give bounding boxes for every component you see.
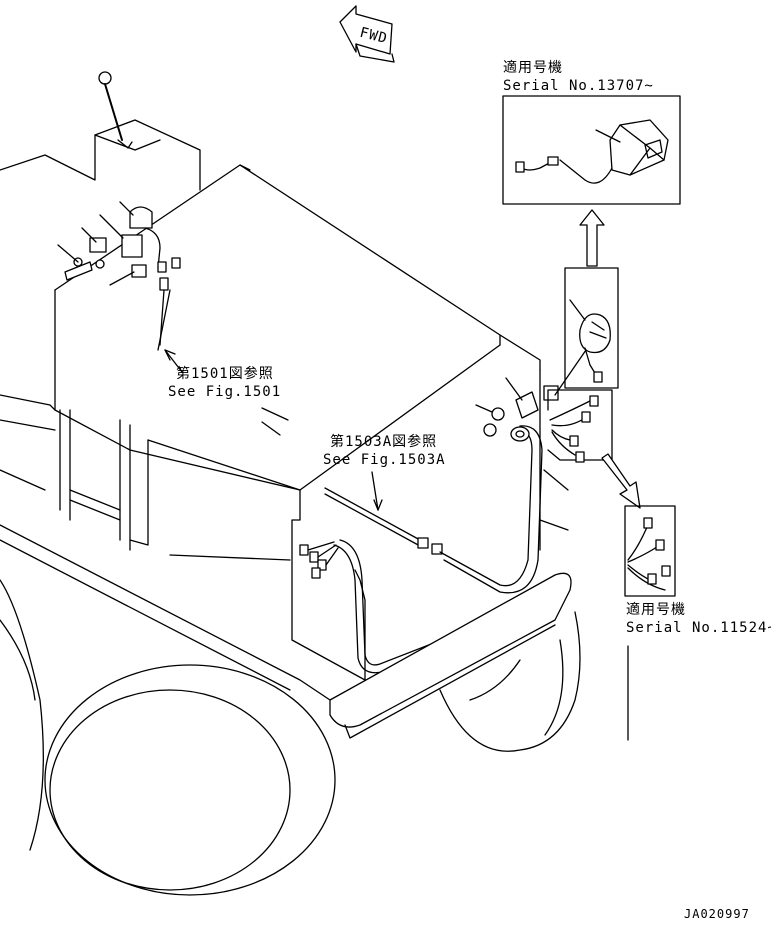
wiring-harness [299, 425, 572, 739]
serial-13707-label: Serial No.13707~ [503, 78, 654, 94]
horn-assembly [57, 201, 181, 351]
control-lever [98, 71, 133, 149]
lamp-detail-box [554, 209, 619, 396]
connector-detail-box [547, 389, 641, 509]
nut-and-washer [475, 377, 559, 437]
ref-1503a-en: See Fig.1503A [323, 452, 446, 468]
serial-11524-label: Serial No.11524~ [626, 620, 771, 636]
serial-11524-heading: 適用号機 [626, 601, 686, 618]
wheels [0, 579, 581, 896]
serial-13707-heading: 適用号機 [503, 59, 563, 76]
fwd-label: FWD [358, 25, 389, 47]
serial-13707-detail [502, 95, 681, 205]
ref-1503a-leader [371, 471, 383, 511]
ref-1501-en: See Fig.1501 [168, 384, 281, 400]
machine-body [0, 119, 541, 701]
drawing-code: JA020997 [684, 907, 750, 921]
ref-1501-jp: 第1501図参照 [176, 365, 274, 382]
fwd-direction-arrow: FWD [339, 5, 395, 63]
connector-detail-box-lower [624, 505, 676, 597]
ref-1501-leader [164, 349, 183, 373]
ref-1503a-jp: 第1503A図参照 [330, 433, 437, 450]
